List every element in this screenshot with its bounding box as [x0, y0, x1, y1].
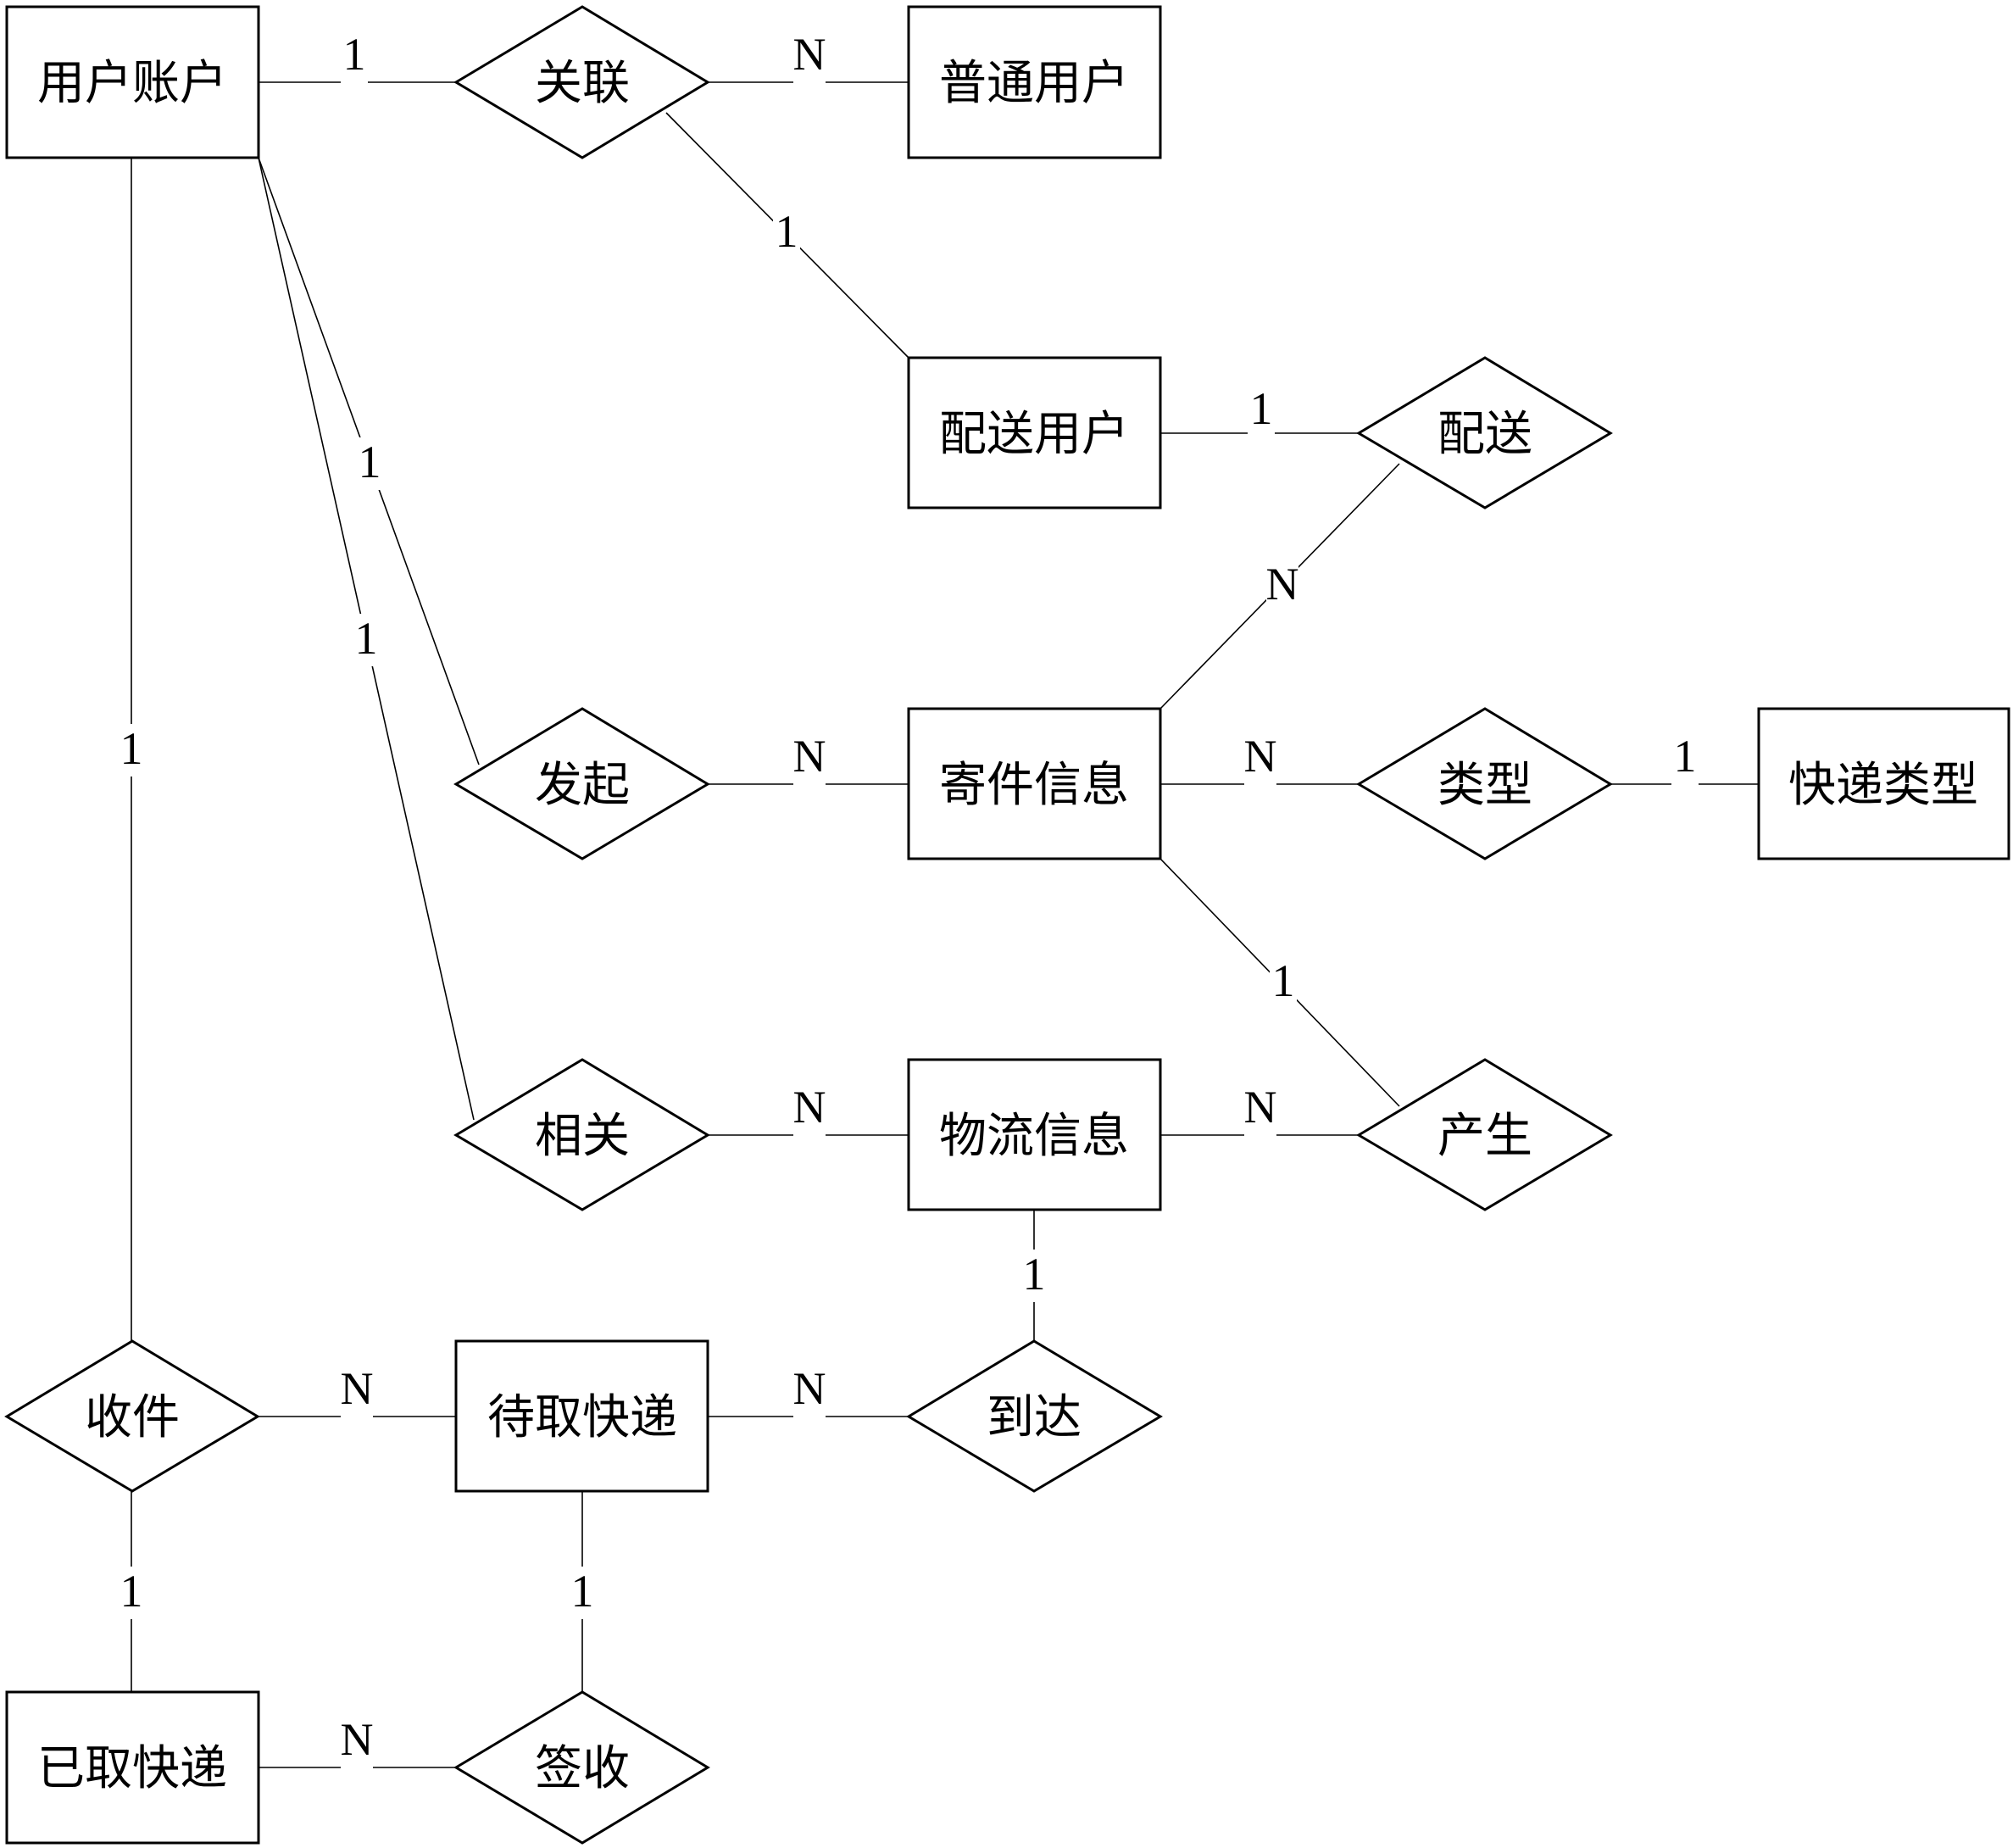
cardinality-initiate-shipment: N [793, 731, 826, 782]
entity-normal-user: 普通用户 [907, 5, 1162, 159]
relationship-arrive-label: 到达 [987, 1390, 1082, 1445]
relationship-deliver: 配送 [1356, 356, 1613, 509]
relationship-receive-label: 收件 [85, 1390, 180, 1445]
relationship-type-label: 类型 [1437, 758, 1532, 813]
entity-express-type: 快递类型 [1757, 707, 2010, 860]
entity-picked-express-label: 已取快递 [37, 1741, 227, 1796]
relationship-receive: 收件 [4, 1339, 260, 1493]
cardinality-deliver-shipment: N [1266, 559, 1299, 610]
cardinality-account-receive: 1 [120, 723, 143, 774]
cardinality-associate-delivery: 1 [776, 206, 798, 257]
entity-shipment-info: 寄件信息 [907, 707, 1162, 860]
cardinality-pending-arrive: N [793, 1363, 826, 1414]
relationship-sign-label: 签收 [535, 1741, 630, 1796]
cardinality-shipment-generate: 1 [1272, 955, 1295, 1006]
cardinality-associate-normal: N [793, 29, 826, 80]
relationship-associate-label: 关联 [535, 56, 630, 111]
entity-logistics-info-label: 物流信息 [939, 1109, 1129, 1164]
cardinality-account-initiate: 1 [359, 437, 381, 487]
entity-delivery-user-label: 配送用户 [939, 407, 1129, 462]
cardinality-delivery-deliver: 1 [1250, 383, 1273, 434]
relationship-generate-label: 产生 [1437, 1109, 1532, 1164]
entity-pending-express-label: 待取快递 [487, 1390, 677, 1445]
relationship-deliver-label: 配送 [1437, 407, 1532, 462]
relationship-related: 相关 [453, 1058, 710, 1211]
relationship-generate: 产生 [1356, 1058, 1613, 1211]
cardinality-picked-sign: N [341, 1714, 374, 1765]
cardinality-pending-sign: 1 [571, 1566, 594, 1617]
cardinality-shipment-type: N [1244, 731, 1277, 782]
cardinality-related-logistics: N [793, 1082, 826, 1133]
entity-delivery-user: 配送用户 [907, 356, 1162, 509]
entity-shipment-info-label: 寄件信息 [939, 758, 1129, 813]
entity-express-type-label: 快递类型 [1788, 758, 1978, 813]
entity-normal-user-label: 普通用户 [939, 56, 1129, 111]
entity-logistics-info: 物流信息 [907, 1058, 1162, 1211]
entity-user-account-label: 用户账户 [37, 56, 227, 111]
entity-user-account: 用户账户 [5, 5, 260, 159]
relationship-initiate-label: 发起 [535, 758, 630, 813]
entity-picked-express: 已取快递 [5, 1690, 260, 1845]
cardinality-account-associate: 1 [343, 29, 366, 80]
cardinality-receive-pending: N [341, 1363, 374, 1414]
relationship-initiate: 发起 [453, 707, 710, 860]
cardinality-logistics-arrive: 1 [1023, 1249, 1046, 1300]
relationship-arrive: 到达 [906, 1339, 1163, 1493]
entity-pending-express: 待取快递 [454, 1339, 709, 1493]
relationship-sign: 签收 [453, 1690, 710, 1845]
cardinality-account-related: 1 [355, 613, 378, 664]
relationship-related-label: 相关 [535, 1109, 630, 1164]
connectors [131, 81, 1759, 1768]
cardinality-receive-picked: 1 [120, 1566, 143, 1617]
relationship-type: 类型 [1356, 707, 1613, 860]
cardinality-labels: 1 N 1 1 N 1 1 1 N N 1 1 N N 1 N N [118, 29, 1699, 1768]
cardinality-type-express: 1 [1674, 731, 1697, 782]
cardinality-logistics-generate: N [1244, 1082, 1277, 1133]
relationship-associate: 关联 [453, 5, 710, 159]
